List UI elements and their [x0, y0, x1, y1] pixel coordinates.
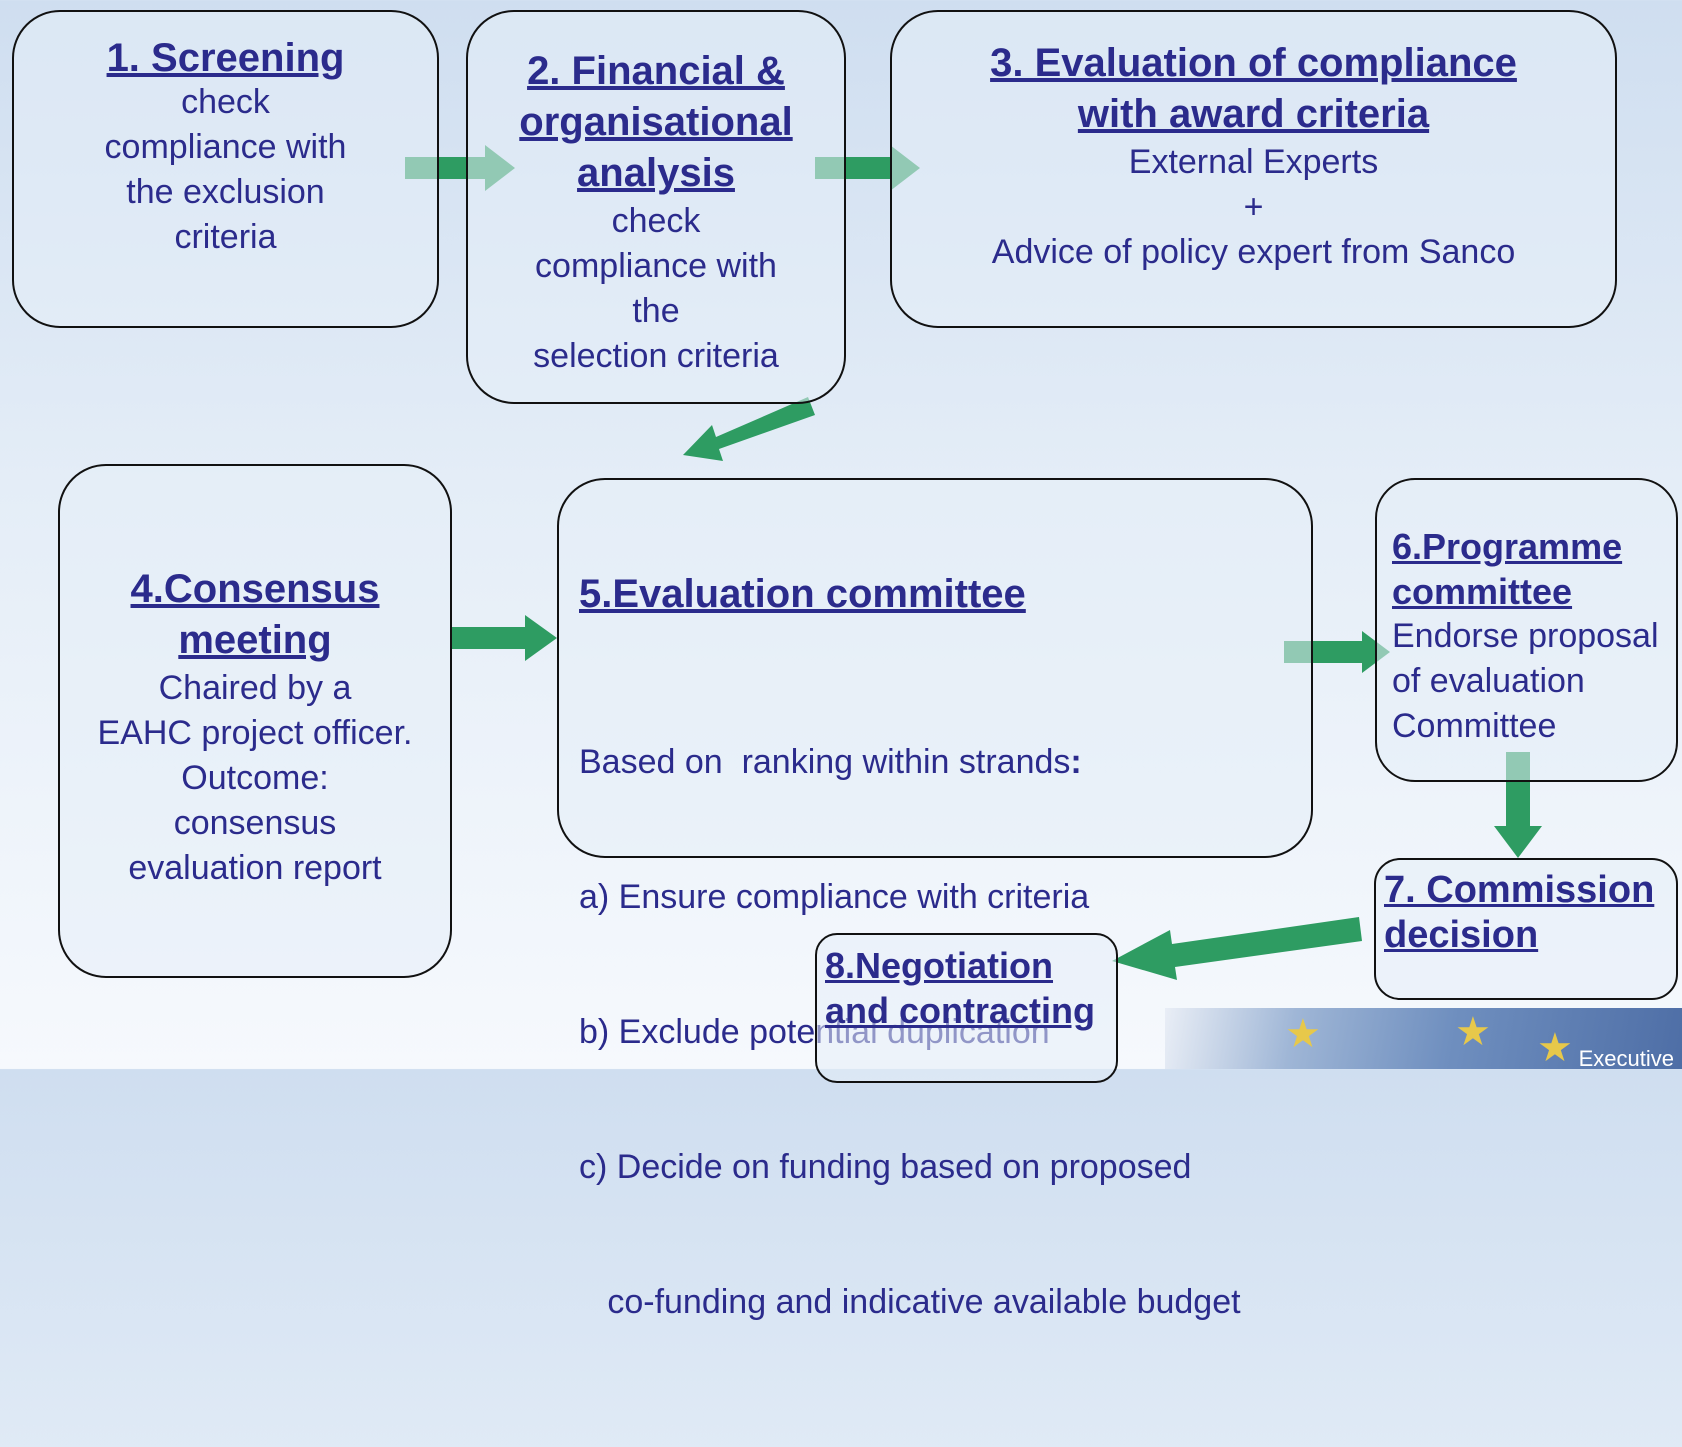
step-committee-line: a) Ensure compliance with criteria	[579, 878, 1090, 916]
step-financial-line: selection criteria	[533, 337, 779, 375]
step-committee-intro-colon: :	[1070, 743, 1082, 781]
eu-star-icon: ★	[1455, 1010, 1491, 1054]
step-programme-line: Committee	[1392, 707, 1557, 745]
step-commission-title: decision	[1384, 914, 1539, 956]
step-programme-title: 6.Programme	[1392, 526, 1623, 567]
step-consensus-line: EAHC project officer.	[97, 714, 413, 752]
step-screening-box: 1. Screening check compliance with the e…	[12, 10, 439, 328]
step-consensus-line: Chaired by a	[158, 669, 352, 707]
arrow-consensus-to-committee	[452, 615, 557, 661]
step-committee-line: co-funding and indicative available budg…	[579, 1283, 1241, 1321]
step-financial-title: analysis	[577, 151, 735, 195]
step-financial-title: 2. Financial &	[527, 49, 785, 93]
step-financial-box: 2. Financial & organisational analysis c…	[466, 10, 846, 404]
step-consensus-title: meeting	[178, 618, 332, 662]
step-financial-line: the	[632, 292, 680, 330]
agency-label: Executive	[1578, 1046, 1674, 1069]
step-consensus-line: Outcome:	[181, 759, 329, 797]
step-negotiation-box: 8.Negotiation and contracting	[815, 933, 1118, 1083]
step-evaluation-title: 3. Evaluation of compliance	[990, 41, 1517, 85]
step-financial-title: organisational	[519, 100, 793, 144]
eu-star-icon: ★	[1537, 1026, 1573, 1069]
step-consensus-title: 4.Consensus	[130, 567, 380, 611]
step-consensus-box: 4.Consensus meeting Chaired by a EAHC pr…	[58, 464, 452, 978]
step-consensus-line: evaluation report	[128, 849, 382, 887]
step-screening-line: the exclusion	[126, 173, 325, 211]
step-commission-box: 7. Commission decision	[1374, 858, 1678, 1000]
step-screening-line: check	[181, 83, 270, 121]
arrow-commission-to-negotiation	[1112, 917, 1362, 980]
step-screening-line: compliance with	[104, 128, 347, 166]
step-evaluation-title: with award criteria	[1077, 92, 1430, 136]
arrow-financial-to-committee	[683, 397, 815, 461]
step-evaluation-line: +	[1243, 188, 1264, 226]
step-financial-line: check	[611, 202, 701, 240]
step-commission-title: 7. Commission	[1384, 869, 1655, 911]
step-evaluation-line: External Experts	[1128, 143, 1379, 181]
step-committee-title: 5.Evaluation committee	[579, 572, 1026, 616]
step-negotiation-title: 8.Negotiation	[825, 945, 1054, 986]
step-programme-title: committee	[1392, 571, 1573, 612]
step-screening-title: 1. Screening	[106, 36, 345, 80]
step-committee-line: c) Decide on funding based on proposed	[579, 1148, 1192, 1186]
step-evaluation-line: Advice of policy expert from Sanco	[991, 233, 1516, 271]
step-committee-box: 5.Evaluation committee Based on ranking …	[557, 478, 1313, 1321]
step-committee-intro: Based on ranking within strands	[579, 743, 1071, 781]
eu-star-icon: ★	[1285, 1012, 1321, 1056]
step-evaluation-box: 3. Evaluation of compliance with award c…	[890, 10, 1617, 328]
step-consensus-line: consensus	[173, 804, 337, 842]
agency-flag-banner: ★ ★ ★ Executive	[1165, 1008, 1682, 1069]
step-financial-line: compliance with	[535, 247, 777, 285]
step-programme-line: Endorse proposal	[1392, 617, 1659, 655]
step-negotiation-title: and contracting	[825, 990, 1096, 1031]
step-screening-line: criteria	[174, 218, 277, 256]
step-programme-line: of evaluation	[1392, 662, 1585, 700]
step-programme-box: 6.Programme committee Endorse proposal o…	[1375, 478, 1678, 782]
